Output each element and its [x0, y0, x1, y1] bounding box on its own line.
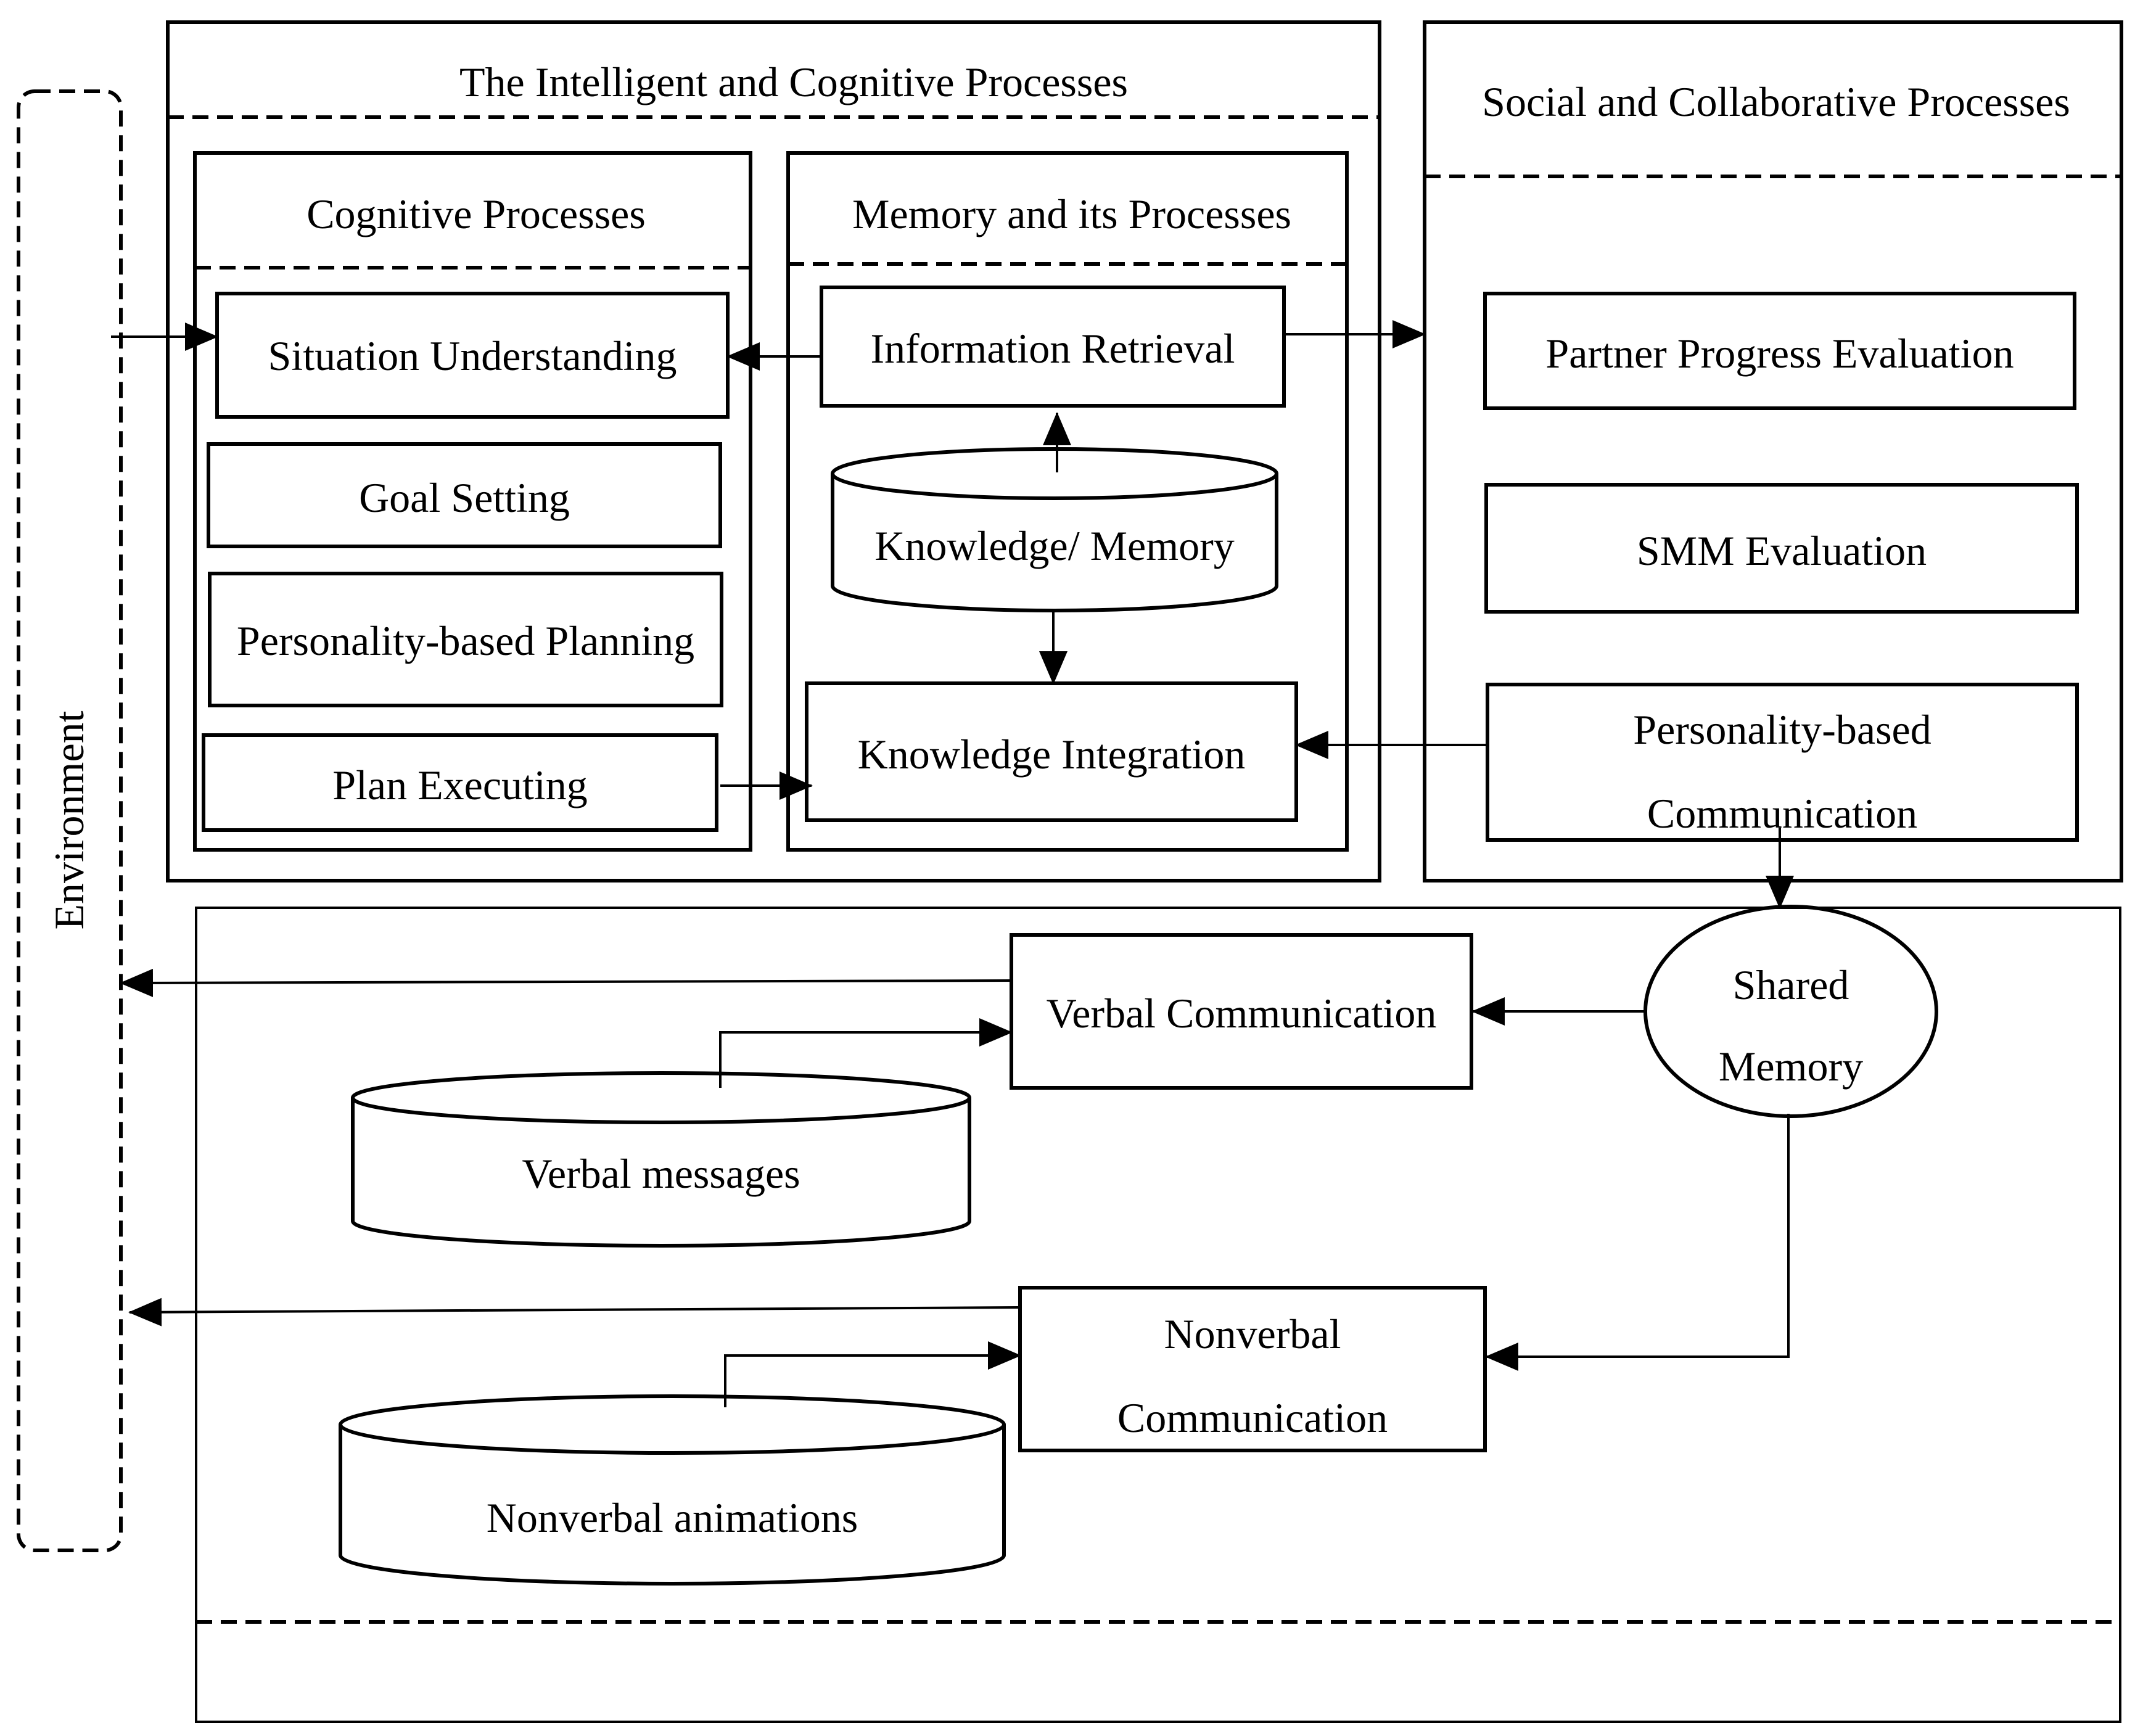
information-retrieval-label: Information Retrieval: [870, 325, 1235, 372]
memory-processes-panel: [786, 151, 1349, 852]
arrow-verbal-to-environment: [120, 968, 1012, 997]
verbal-messages-label: Verbal messages: [522, 1150, 800, 1197]
personality-planning-box: [208, 572, 723, 707]
environment-label: Environment: [46, 710, 93, 929]
goal-setting-label: Goal Setting: [359, 474, 570, 521]
cognitive-processes-panel: [193, 151, 752, 852]
plan-executing-label: Plan Executing: [332, 762, 588, 808]
partner-progress-box: [1483, 292, 2076, 410]
intelligent-cognitive-title: The Intelligent and Cognitive Processes: [459, 59, 1128, 105]
arrow-shared-to-nonverbal: [1485, 1114, 1790, 1371]
situation-understanding-label: Situation Understanding: [268, 332, 677, 379]
goal-setting-box: [207, 442, 722, 548]
knowledge-integration-label: Knowledge Integration: [858, 731, 1246, 778]
personality-planning-label: Personality-based Planning: [237, 617, 694, 664]
arrow-animations-to-nonverbal: [724, 1341, 1021, 1407]
smm-evaluation-label: SMM Evaluation: [1637, 527, 1927, 574]
intelligent-cognitive-panel: [166, 20, 1381, 882]
partner-progress-label: Partner Progress Evaluation: [1545, 330, 2014, 377]
personality-communication-line1: Personality-based: [1633, 706, 1931, 753]
personality-communication-box: [1486, 683, 2079, 842]
smm-evaluation-box: [1484, 483, 2079, 614]
connectors: [111, 320, 1794, 1407]
knowledge-memory-label: Knowledge/ Memory: [874, 522, 1235, 569]
nonverbal-animations-label: Nonverbal animations: [487, 1494, 858, 1541]
knowledge-memory-cylinder: [831, 447, 1278, 612]
verbal-messages-cylinder: [351, 1071, 971, 1248]
environment-boundary: [17, 89, 123, 1552]
nonverbal-animations-cylinder: [339, 1394, 1006, 1586]
social-collaborative-title: Social and Collaborative Processes: [1482, 78, 2070, 125]
plan-executing-box: [202, 733, 718, 832]
personality-communication-line2: Communication: [1647, 790, 1917, 837]
cognitive-processes-title: Cognitive Processes: [306, 191, 646, 237]
shared-memory-line1: Shared: [1733, 961, 1849, 1008]
arrow-messages-to-verbal: [719, 1018, 1013, 1088]
shared-memory-line2: Memory: [1719, 1043, 1863, 1090]
arrow-nonverbal-to-environment: [128, 1298, 1021, 1327]
memory-processes-title: Memory and its Processes: [852, 191, 1291, 237]
verbal-communication-label: Verbal Communication: [1047, 990, 1437, 1037]
information-retrieval-box: [820, 286, 1286, 408]
nonverbal-communication-line1: Nonverbal: [1164, 1310, 1341, 1357]
nonverbal-communication-line2: Communication: [1117, 1394, 1388, 1441]
communication-panel: [195, 907, 2121, 1723]
